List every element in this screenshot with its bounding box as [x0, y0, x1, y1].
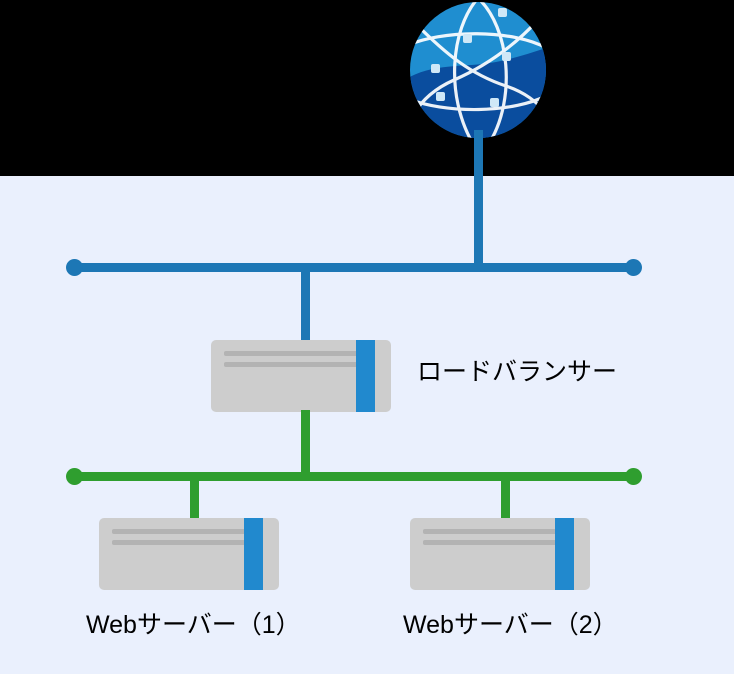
background-band-dark: [0, 0, 734, 176]
server-slot-2: [423, 540, 562, 545]
web-server-2-icon: [410, 518, 590, 590]
globe-icon: [410, 2, 546, 138]
public-bus-endpoint-left: [66, 259, 83, 276]
background-band-light: [0, 176, 734, 674]
web-server-1-icon: [99, 518, 279, 590]
web-server-1-label: Webサーバー（1）: [86, 611, 301, 639]
private-network-bus: [74, 472, 634, 481]
web-server-2-label: Webサーバー（2）: [403, 611, 618, 639]
server-slot-1: [423, 529, 562, 534]
load-balancer-label: ロードバランサー: [417, 358, 618, 386]
load-balancer-icon: [211, 340, 391, 412]
connector-private-bus-to-web-server-2: [501, 476, 510, 522]
server-accent-bar: [356, 340, 375, 412]
connector-internet-to-public-bus: [474, 130, 483, 272]
public-bus-endpoint-right: [625, 259, 642, 276]
public-network-bus: [74, 263, 634, 272]
private-bus-endpoint-right: [625, 468, 642, 485]
server-slot-2: [224, 362, 363, 367]
server-slot-1: [224, 351, 363, 356]
server-accent-bar: [555, 518, 574, 590]
connector-load-balancer-to-private-bus: [301, 410, 310, 480]
server-accent-bar: [244, 518, 263, 590]
connector-private-bus-to-web-server-1: [190, 476, 199, 522]
server-slot-1: [112, 529, 251, 534]
private-bus-endpoint-left: [66, 468, 83, 485]
connector-public-bus-to-load-balancer: [301, 267, 310, 345]
server-slot-2: [112, 540, 251, 545]
